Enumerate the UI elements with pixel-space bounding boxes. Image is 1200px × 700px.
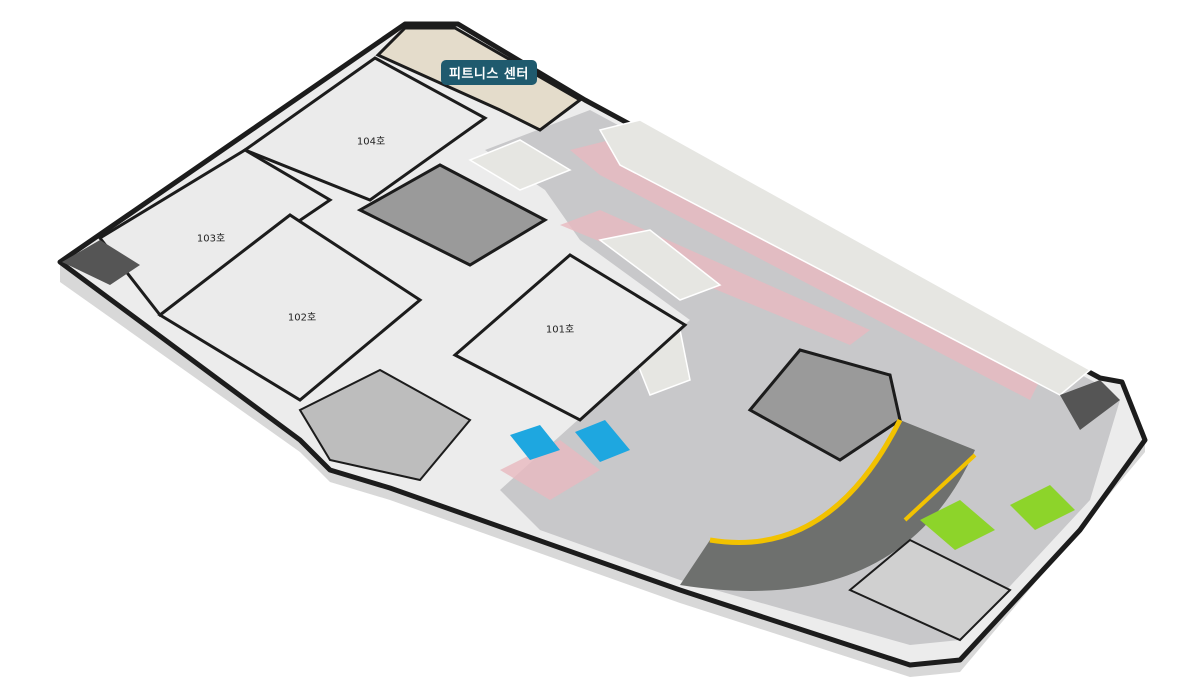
stair-room [62, 240, 140, 285]
drive-lane [500, 440, 600, 500]
ramp [680, 420, 975, 591]
ramp-edge [903, 453, 977, 522]
room-101 [452, 253, 688, 422]
ev-charging-spot [1010, 485, 1075, 530]
ramp-edge [709, 418, 903, 545]
service-rooms [298, 368, 472, 482]
fitness-center-label: 피트니스 센터 [441, 60, 537, 85]
room-104 [241, 56, 488, 202]
room-label-104: 104호 [356, 136, 386, 148]
accessible-parking [510, 425, 560, 460]
core-stairs-elevators [356, 163, 549, 267]
room-label-102: 102호 [287, 312, 317, 324]
ev-charging-spot [920, 500, 995, 550]
core-stairs-elevators [747, 348, 902, 462]
room-103 [97, 148, 333, 318]
stair-room [1060, 380, 1120, 430]
drive-lane [570, 140, 1040, 400]
accessible-parking [575, 420, 630, 462]
room-label-103: 103호 [196, 233, 226, 245]
room-label-101: 101호 [545, 324, 575, 336]
room-102 [157, 213, 423, 402]
utility-rooms [848, 538, 1012, 642]
